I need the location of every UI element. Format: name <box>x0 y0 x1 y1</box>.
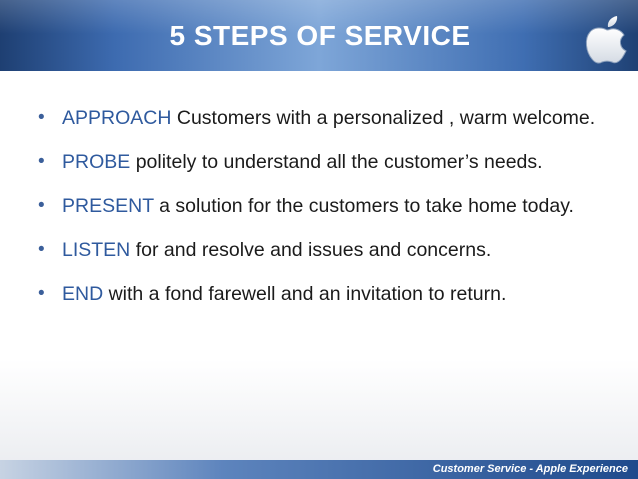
bullet-text: with a fond farewell and an invitation t… <box>103 283 507 305</box>
bullet-dot: • <box>38 151 45 172</box>
bullet-dot: • <box>38 283 45 304</box>
footer-bar: Customer Service - Apple Experience <box>0 460 638 479</box>
apple-logo-icon <box>585 16 627 64</box>
bullet-keyword: PRESENT <box>62 195 154 217</box>
bullet-approach: • APPROACH Customers with a personalized… <box>38 100 600 136</box>
bullet-keyword: LISTEN <box>62 239 131 261</box>
bullet-dot: • <box>38 107 45 128</box>
slide-title: 5 STEPS OF SERVICE <box>169 20 471 51</box>
bullet-present: • PRESENT a solution for the customers t… <box>38 188 600 224</box>
bullet-text: a solution for the customers to take hom… <box>153 195 574 217</box>
bullet-text: for and resolve and issues and concerns. <box>130 239 492 261</box>
bullet-list: • APPROACH Customers with a personalized… <box>38 100 600 320</box>
bullet-text: politely to understand all the customer’… <box>130 151 543 173</box>
bullet-probe: • PROBE politely to understand all the c… <box>38 144 600 180</box>
footer-text: Customer Service - Apple Experience <box>432 463 628 475</box>
bullet-keyword: PROBE <box>62 151 131 173</box>
bullet-keyword: APPROACH <box>62 107 172 129</box>
bullet-text: Customers with a personalized , warm wel… <box>171 107 596 129</box>
title-bar: 5 STEPS OF SERVICE <box>0 0 638 71</box>
title-bar-shine <box>0 0 638 34</box>
bullet-keyword: END <box>62 283 104 305</box>
bullet-dot: • <box>38 239 45 260</box>
bullet-dot: • <box>38 195 45 216</box>
bullet-listen: • LISTEN for and resolve and issues and … <box>38 232 600 268</box>
bullet-end: • END with a fond farewell and an invita… <box>38 276 600 312</box>
